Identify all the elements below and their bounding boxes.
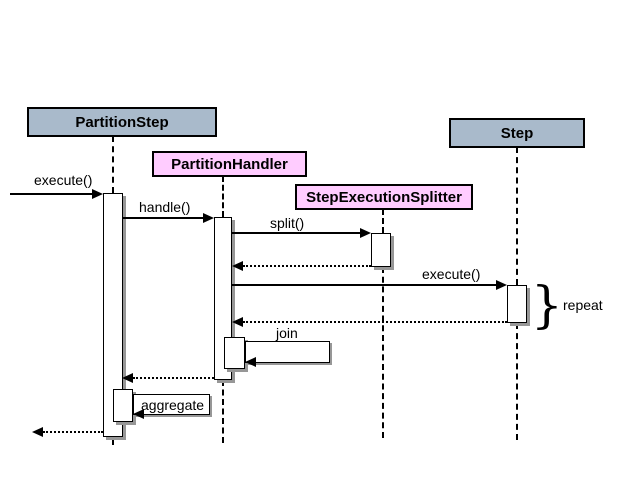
label-repeat: repeat	[563, 297, 603, 313]
return-execute-line	[43, 431, 103, 433]
participant-label: Step	[500, 124, 534, 142]
lifeline-splitter-lower	[382, 267, 384, 438]
participant-partitionstep: PartitionStep	[27, 107, 217, 137]
repeat-brace: }	[531, 276, 563, 334]
arrow-execute-line	[10, 193, 94, 195]
participant-stepexecutionsplitter: StepExecutionSplitter	[295, 184, 473, 210]
label-split: split()	[270, 215, 305, 231]
arrowhead-return-execute-step-icon	[232, 317, 243, 327]
activation-splitter	[371, 233, 391, 267]
lifeline-partitionhandler-upper	[222, 176, 224, 217]
arrowhead-return-execute-icon	[32, 427, 43, 437]
arrowhead-handle-icon	[203, 213, 214, 223]
self-message-join-rect	[245, 341, 330, 363]
return-handle-line	[133, 377, 214, 379]
arrowhead-return-split-icon	[232, 261, 243, 271]
label-execute: execute()	[34, 172, 93, 188]
participant-label: StepExecutionSplitter	[306, 188, 462, 206]
activation-join-self	[224, 337, 245, 369]
arrowhead-execute-step-icon	[496, 280, 507, 290]
arrowhead-return-handle-icon	[122, 373, 133, 383]
return-split-line	[243, 265, 371, 267]
participant-partitionhandler: PartitionHandler	[152, 151, 307, 177]
lifeline-splitter-upper	[382, 209, 384, 233]
lifeline-partitionstep-lower	[112, 437, 114, 445]
activation-partitionstep	[103, 193, 123, 437]
self-message-aggregate-rect	[133, 394, 210, 415]
return-execute-step-line	[243, 321, 507, 323]
arrowhead-execute-icon	[92, 189, 103, 199]
participant-step: Step	[449, 118, 585, 148]
activation-step	[507, 285, 527, 323]
label-handle: handle()	[139, 199, 191, 215]
arrow-split-line	[232, 232, 361, 234]
label-aggregate: aggregate	[141, 397, 205, 413]
arrow-handle-line	[122, 217, 204, 219]
activation-aggregate-self	[113, 389, 133, 422]
arrowhead-aggregate-icon	[133, 409, 144, 419]
participant-label: PartitionHandler	[171, 155, 288, 173]
arrow-execute-step-line	[232, 284, 497, 286]
label-join: join	[276, 325, 298, 341]
lifeline-partitionstep-upper	[112, 136, 114, 193]
arrowhead-split-icon	[360, 228, 371, 238]
arrowhead-join-icon	[245, 357, 256, 367]
lifeline-partitionhandler-lower	[222, 380, 224, 443]
lifeline-step-upper	[516, 147, 518, 285]
lifeline-step-lower	[516, 323, 518, 440]
participant-label: PartitionStep	[75, 113, 169, 131]
label-execute-step: execute()	[422, 266, 481, 282]
